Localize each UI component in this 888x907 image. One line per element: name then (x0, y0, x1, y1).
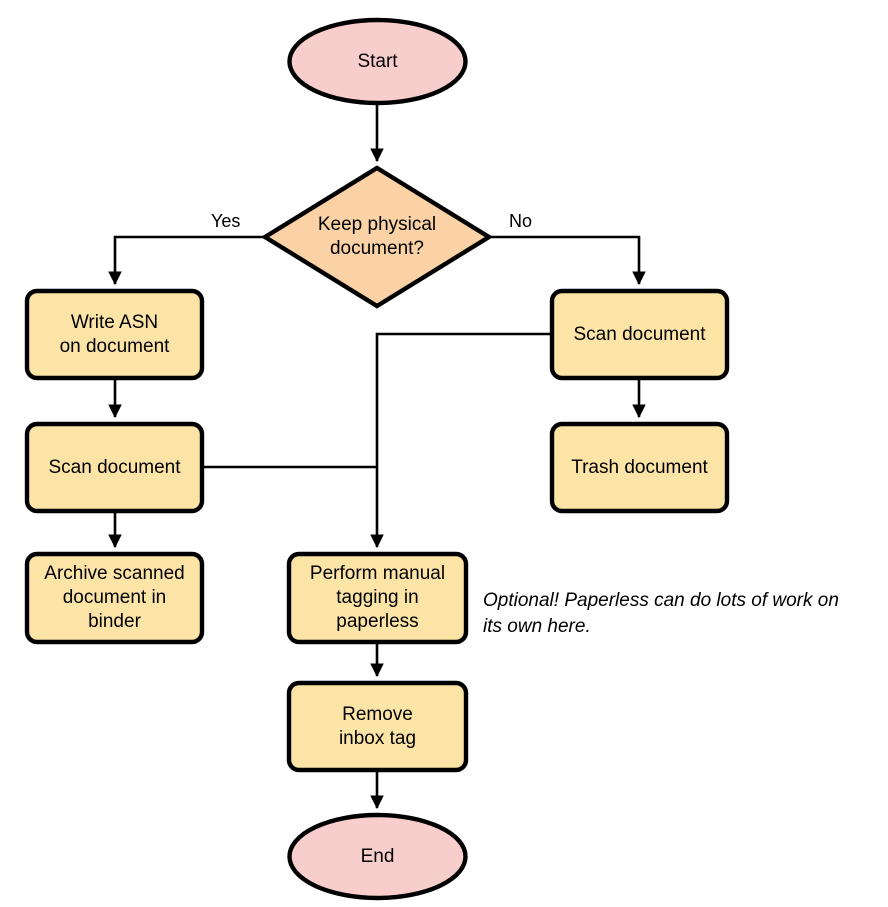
optional-note-text: Optional! Paperless can do lots of work … (483, 590, 839, 637)
node-scan-document-left[interactable] (24, 421, 205, 514)
node-perform-manual-tagging[interactable] (286, 551, 469, 645)
edge-decision-to-write-asn (108, 235, 265, 286)
node-remove-inbox-tag[interactable] (286, 680, 469, 773)
edge-label-no: No (509, 211, 533, 231)
edge-layer (108, 103, 646, 810)
node-end[interactable] (287, 812, 468, 901)
node-start[interactable] (287, 17, 468, 106)
node-archive-scanned-document[interactable] (24, 551, 205, 645)
edge-decision-to-scan-right (489, 235, 646, 286)
edge-scan-right-to-tagging (370, 332, 552, 549)
node-write-asn[interactable] (24, 288, 205, 381)
node-scan-document-right[interactable] (549, 288, 730, 381)
node-trash-document[interactable] (549, 421, 730, 514)
edge-label-yes: Yes (211, 211, 241, 231)
node-keep-physical-document[interactable] (260, 165, 494, 309)
node-layer (24, 17, 730, 901)
